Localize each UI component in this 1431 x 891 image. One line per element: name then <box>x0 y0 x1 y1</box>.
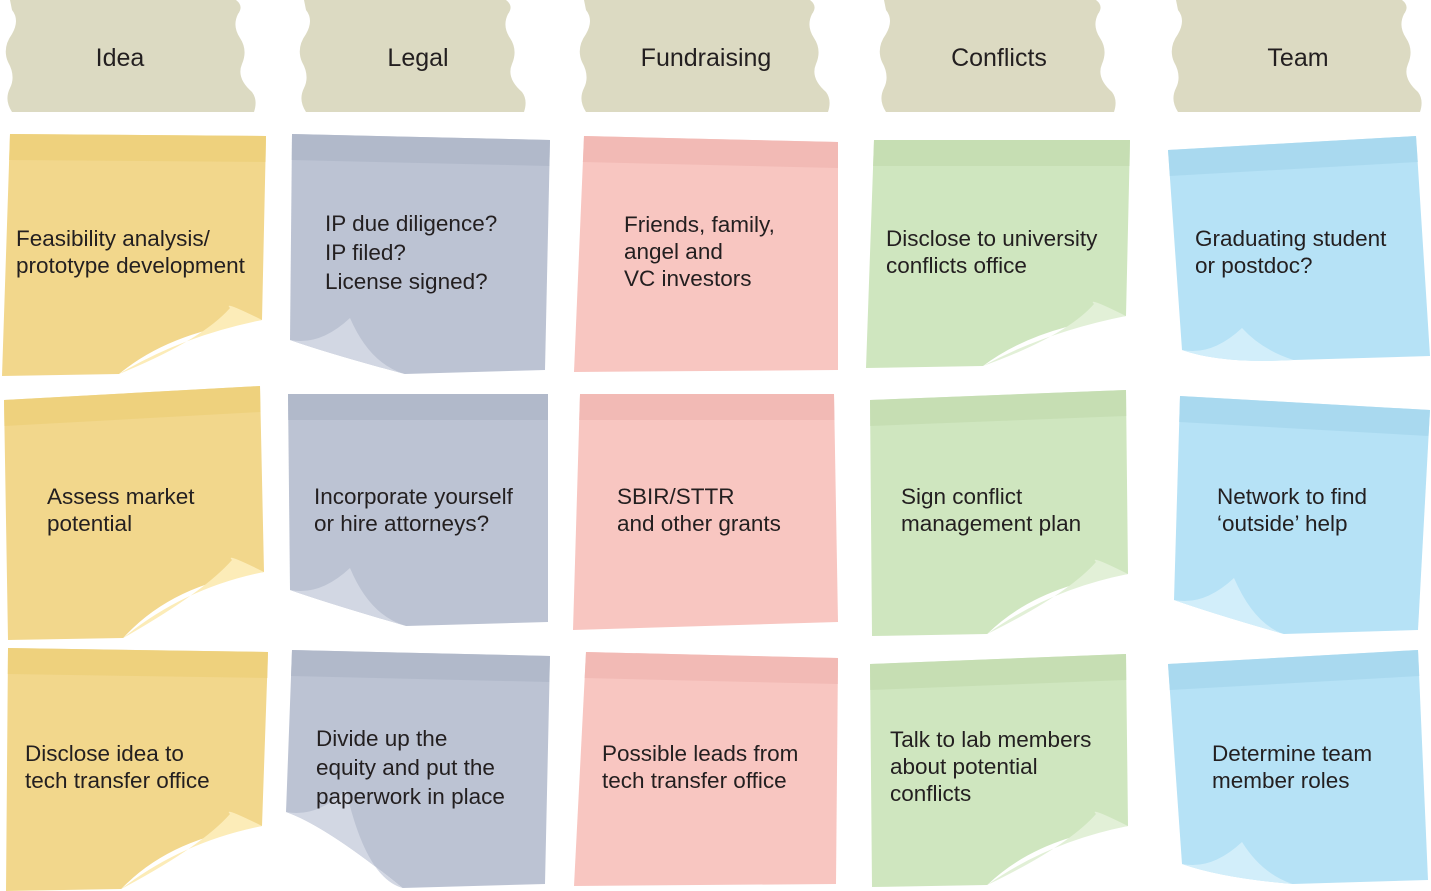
sticky-note-legal-3 <box>286 650 550 888</box>
note-fundraising-2: SBIR/STTR and other grants <box>617 484 781 536</box>
note-team-1: Graduating student or postdoc? <box>1195 226 1387 278</box>
sticky-note-team-2 <box>1174 396 1430 634</box>
header-tab-fundraising <box>579 0 830 112</box>
note-legal-3: Divide up the equity and put the paperwo… <box>316 726 505 809</box>
sticky-note-legal-1 <box>290 134 550 374</box>
note-idea-3: Disclose idea to tech transfer office <box>25 741 210 793</box>
header-tabs <box>5 0 1422 112</box>
header-tab-team <box>1171 0 1422 112</box>
column-header-team: Team <box>1267 44 1329 72</box>
sticky-note-idea-3 <box>6 648 268 891</box>
note-fundraising-3: Possible leads from tech transfer office <box>602 741 799 793</box>
note-team-3: Determine team member roles <box>1212 741 1373 793</box>
sticky-note-team-3 <box>1168 650 1428 884</box>
sticky-note-idea-2 <box>4 386 264 640</box>
note-idea-1: Feasibility analysis/ prototype developm… <box>16 226 245 278</box>
note-idea-2: Assess market potential <box>47 484 195 536</box>
header-tab-conflicts <box>879 0 1116 112</box>
note-legal-2: Incorporate yourself or hire attorneys? <box>314 484 513 536</box>
note-fundraising-1: Friends, family, angel and VC investors <box>624 212 775 291</box>
sticky-note-conflicts-1 <box>866 140 1130 368</box>
header-tab-legal <box>299 0 526 112</box>
note-conflicts-1: Disclose to university conflicts office <box>886 226 1098 278</box>
sticky-note-fundraising-1 <box>574 136 838 372</box>
column-header-idea: Idea <box>95 44 145 72</box>
sticky-note-legal-2 <box>288 394 548 626</box>
sticky-notes <box>2 134 1430 891</box>
note-legal-1: IP due diligence? IP filed? License sign… <box>325 211 498 294</box>
column-header-fundraising: Fundraising <box>640 44 772 72</box>
note-conflicts-2: Sign conflict management plan <box>901 484 1082 536</box>
sticky-note-fundraising-2 <box>573 394 838 630</box>
note-team-2: Network to find ‘outside’ help <box>1217 484 1368 536</box>
header-tab-idea <box>5 0 256 112</box>
note-conflicts-3: Talk to lab members about potential conf… <box>890 727 1092 806</box>
sticky-note-team-1 <box>1168 136 1430 361</box>
sticky-note-fundraising-3 <box>574 652 838 886</box>
sticky-note-conflicts-2 <box>870 390 1128 636</box>
column-header-legal: Legal <box>387 44 449 72</box>
sticky-note-idea-1 <box>2 134 266 376</box>
sticky-note-conflicts-3 <box>870 654 1128 887</box>
column-header-conflicts: Conflicts <box>951 44 1047 72</box>
